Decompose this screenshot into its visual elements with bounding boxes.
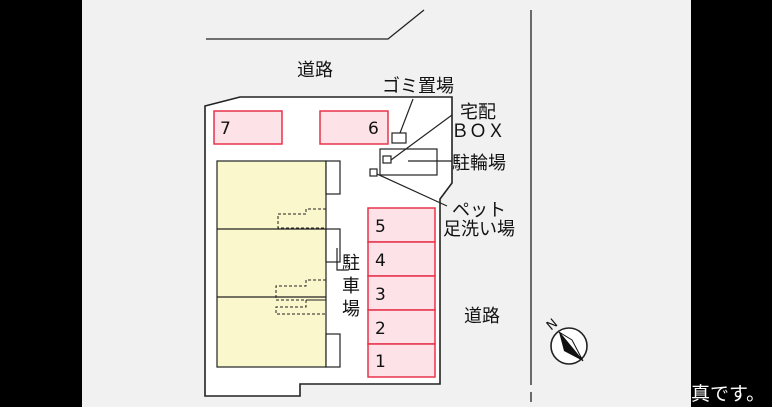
garbage-label: ゴミ置場 [382, 76, 454, 97]
pet-label-2: 足洗い場 [443, 219, 515, 240]
parking-spaces [213, 110, 436, 378]
parking-space-7 [213, 110, 283, 145]
balconies [325, 160, 341, 368]
north-arrow-icon: N [544, 316, 588, 365]
parking-number-1: 1 [375, 352, 386, 372]
pet-label-1: ペット [452, 200, 506, 221]
parking-space-6 [319, 110, 389, 145]
parking-number-2: 2 [375, 319, 386, 339]
entrance-paths [275, 208, 326, 315]
parking-label-1: 駐 [342, 253, 360, 274]
road-edge-top [206, 9, 425, 40]
road-label-top: 道路 [297, 60, 333, 81]
building [216, 160, 327, 368]
delivery-box [382, 155, 392, 164]
parking-space-4 [367, 241, 436, 277]
parking-label-2: 車 [342, 276, 360, 297]
parking-number-7: 7 [220, 119, 231, 139]
delivery-label-1: 宅配 [460, 102, 496, 123]
pet-wash-area [369, 168, 378, 177]
parking-number-4: 4 [375, 251, 386, 271]
road-label-right: 道路 [464, 306, 500, 327]
photo-caption: 真です。 [691, 383, 766, 405]
delivery-label-2: ＢＯＸ [451, 121, 505, 142]
leader-lines [336, 98, 453, 271]
parking-number-6: 6 [368, 119, 379, 139]
parking-space-2 [367, 309, 436, 345]
parking-space-1 [367, 343, 436, 378]
parking-number-3: 3 [375, 285, 386, 305]
parking-number-5: 5 [375, 217, 386, 237]
parking-label-3: 場 [342, 299, 360, 320]
garbage-area [391, 132, 407, 144]
bicycle-label: 駐輪場 [452, 153, 506, 174]
